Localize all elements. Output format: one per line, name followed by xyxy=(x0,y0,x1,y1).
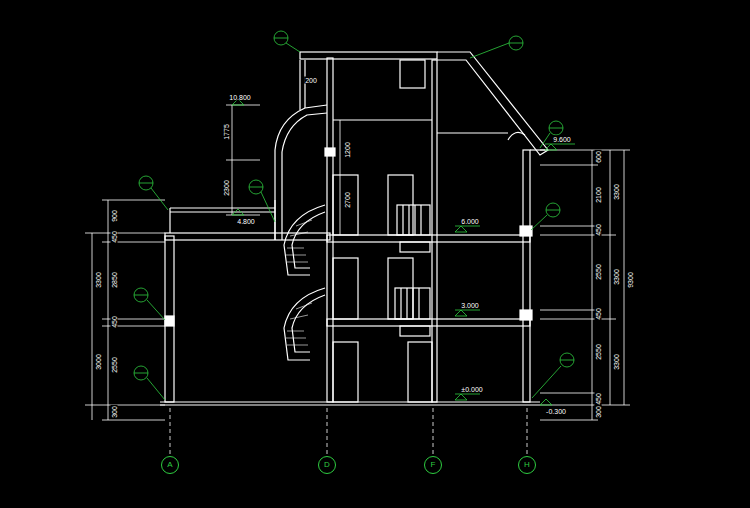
axis-bubble: H xyxy=(518,456,536,474)
dimension-label: 2700 xyxy=(344,191,351,209)
dimension-label: 2300 xyxy=(223,179,230,197)
axis-letter: F xyxy=(431,461,436,469)
dimension-label: 2850 xyxy=(111,271,118,289)
dimension-label: 450 xyxy=(111,315,118,329)
dimension-label: 3000 xyxy=(95,353,102,371)
axis-bubble: D xyxy=(318,456,336,474)
dimension-label: 2550 xyxy=(595,343,602,361)
dimension-label: 450 xyxy=(111,230,118,244)
dimension-label: 3300 xyxy=(95,271,102,289)
dimension-label: 4.800 xyxy=(236,218,256,225)
dimension-label: 6.000 xyxy=(460,218,480,225)
dimension-label: 9.600 xyxy=(552,136,572,143)
axis-letter: A xyxy=(167,461,172,469)
dimension-label: 2550 xyxy=(111,356,118,374)
dimension-label: 2550 xyxy=(595,263,602,281)
dimension-label: 450 xyxy=(595,307,602,321)
dimension-label: 300 xyxy=(595,405,602,419)
dimension-label: 300 xyxy=(111,405,118,419)
dimension-label: 3.000 xyxy=(460,302,480,309)
dimension-label: 200 xyxy=(304,77,318,84)
dimension-label: -0.300 xyxy=(545,408,567,415)
dimension-label: 450 xyxy=(595,223,602,237)
dimension-label: 3300 xyxy=(613,268,620,286)
dimension-label: 3300 xyxy=(613,353,620,371)
dimension-label: 450 xyxy=(595,392,602,406)
axis-letter: D xyxy=(324,461,330,469)
dimension-label: 1775 xyxy=(223,123,230,141)
dimension-label: 600 xyxy=(595,150,602,164)
dimension-label: 1200 xyxy=(344,141,351,159)
axis-letter: H xyxy=(524,461,530,469)
dimension-label: 2100 xyxy=(595,186,602,204)
axis-bubble: A xyxy=(161,456,179,474)
dimension-label: 10.800 xyxy=(228,94,251,101)
dimension-label: ±0.000 xyxy=(460,386,483,393)
axis-bubble: F xyxy=(424,456,442,474)
dimension-label: 900 xyxy=(111,209,118,223)
dimension-label: 3300 xyxy=(613,183,620,201)
dimension-label: 9300 xyxy=(627,271,634,289)
